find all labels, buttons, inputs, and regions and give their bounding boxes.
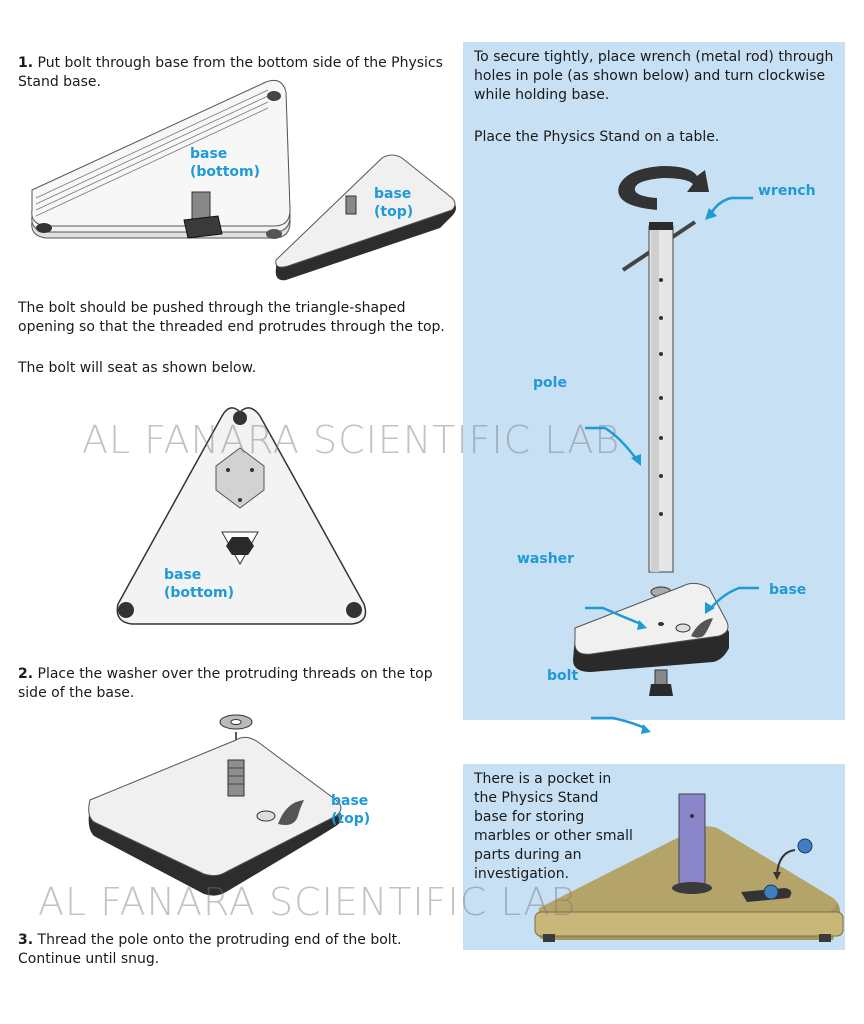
base-label: base bbox=[769, 581, 806, 599]
pole-label: pole bbox=[533, 374, 567, 392]
base-top-illustration-small bbox=[272, 156, 462, 286]
base-pocket-illustration bbox=[533, 790, 845, 950]
step1-base-top-label: base (top) bbox=[374, 185, 413, 221]
washer-label: washer bbox=[517, 550, 574, 568]
step2-number: 2. bbox=[18, 666, 33, 682]
step1-note: The bolt should be pushed through the tr… bbox=[18, 299, 463, 337]
step1-number: 1. bbox=[18, 55, 33, 71]
step2-text: Place the washer over the protruding thr… bbox=[18, 666, 433, 701]
panel1-text-secure: To secure tightly, place wrench (metal r… bbox=[474, 48, 838, 105]
step1-base-bottom-label: base (bottom) bbox=[190, 145, 260, 181]
bolt-label: bolt bbox=[547, 667, 578, 685]
base-top-washer-illustration bbox=[86, 712, 356, 898]
clockwise-arrow-icon bbox=[618, 166, 709, 210]
step3-number: 3. bbox=[18, 932, 33, 948]
purple-pole-icon bbox=[679, 794, 705, 886]
step2-instruction: 2. Place the washer over the protruding … bbox=[18, 665, 463, 703]
watermark-top: AL FANARA SCIENTIFIC LAB bbox=[82, 418, 620, 462]
panel1-text-table: Place the Physics Stand on a table. bbox=[474, 128, 838, 147]
watermark-bottom: AL FANARA SCIENTIFIC LAB bbox=[38, 880, 576, 924]
bolt-icon-panel bbox=[655, 670, 667, 686]
wrench-assembly-panel: To secure tightly, place wrench (metal r… bbox=[463, 42, 845, 720]
seat-base-bottom-label: base (bottom) bbox=[164, 566, 234, 602]
step3-text: Thread the pole onto the protruding end … bbox=[18, 932, 402, 967]
hex-bolt-head-icon bbox=[226, 537, 254, 555]
marble-falling-icon bbox=[798, 839, 812, 853]
step3-instruction: 3. Thread the pole onto the protruding e… bbox=[18, 931, 458, 969]
threads-icon bbox=[228, 760, 244, 796]
step2-base-top-label: base (top) bbox=[331, 792, 370, 828]
step1-seat-text: The bolt will seat as shown below. bbox=[18, 359, 418, 378]
marble-icon bbox=[764, 885, 778, 899]
wrench-label: wrench bbox=[758, 182, 816, 200]
